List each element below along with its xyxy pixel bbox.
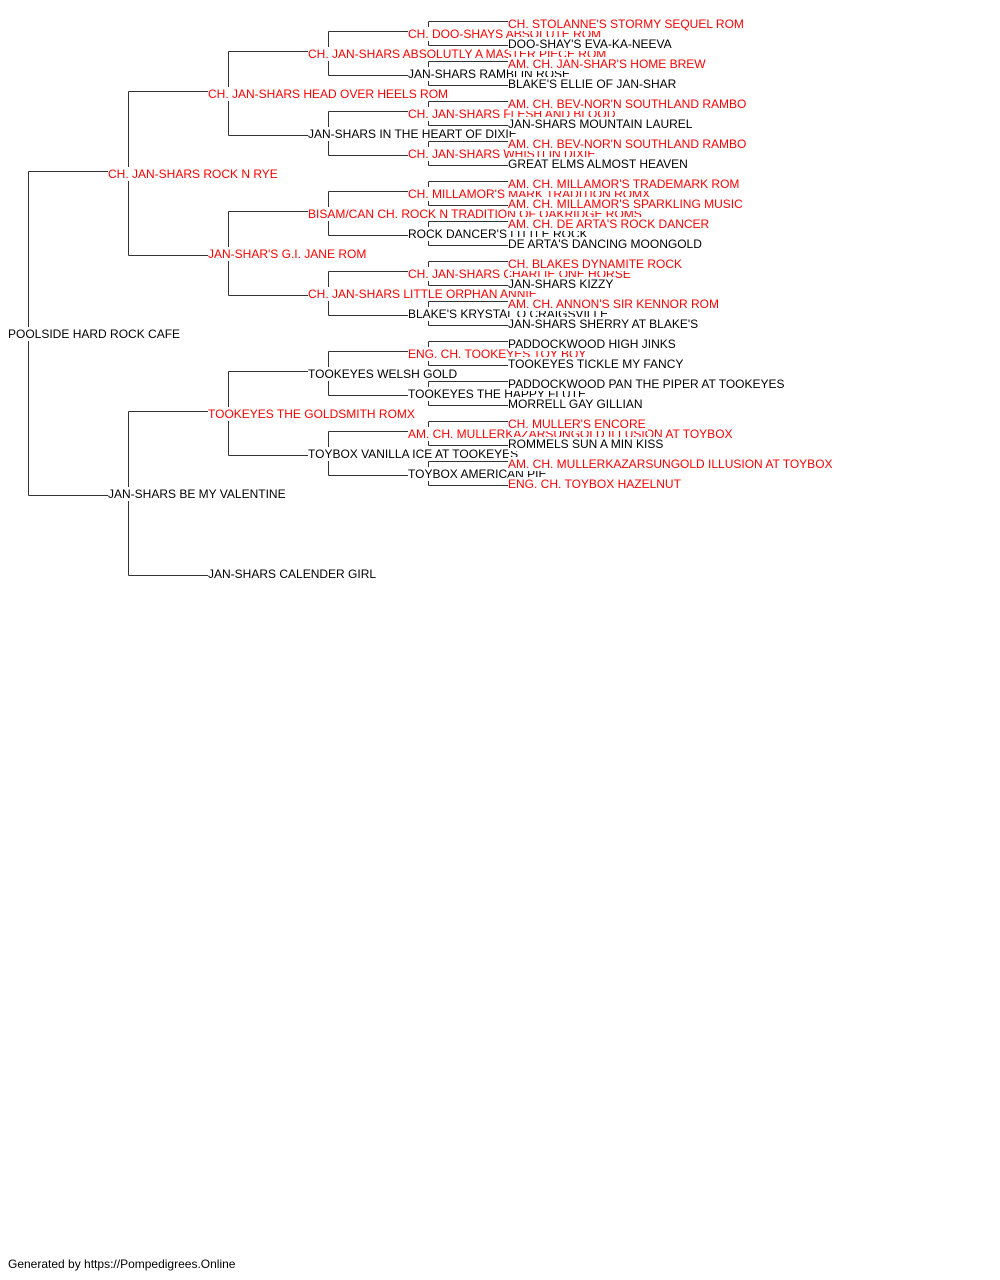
pedigree-entry[interactable]: CH. JAN-SHARS ROCK N RYE xyxy=(108,167,280,181)
pedigree-entry[interactable]: TOOKEYES WELSH GOLD xyxy=(308,367,460,381)
generated-by-footer[interactable]: Generated by https://Pompedigrees.Online xyxy=(8,1257,236,1271)
pedigree-entry[interactable]: AM. CH. JAN-SHAR'S HOME BREW xyxy=(508,57,708,71)
pedigree-entry[interactable]: ROMMELS SUN A MIN KISS xyxy=(508,437,666,451)
pedigree-entry[interactable]: JAN-SHARS MOUNTAIN LAUREL xyxy=(508,117,695,131)
pedigree-entry[interactable]: AM. CH. DE ARTA'S ROCK DANCER xyxy=(508,217,712,231)
pedigree-entry[interactable]: TOOKEYES TICKLE MY FANCY xyxy=(508,357,686,371)
pedigree-entry[interactable]: JAN-SHAR'S G.I. JANE ROM xyxy=(208,247,369,261)
pedigree-entry[interactable]: ENG. CH. TOYBOX HAZELNUT xyxy=(508,477,683,491)
pedigree-entry[interactable]: DOO-SHAY'S EVA-KA-NEEVA xyxy=(508,37,674,51)
pedigree-entry[interactable]: PADDOCKWOOD HIGH JINKS xyxy=(508,337,678,351)
pedigree-entry[interactable]: BLAKE'S ELLIE OF JAN-SHAR xyxy=(508,77,679,91)
pedigree-entry[interactable]: AM. CH. BEV-NOR'N SOUTHLAND RAMBO xyxy=(508,97,749,111)
pedigree-entry[interactable]: AM. CH. MILLAMOR'S SPARKLING MUSIC xyxy=(508,197,745,211)
pedigree-entry[interactable]: JAN-SHARS SHERRY AT BLAKE'S xyxy=(508,317,701,331)
pedigree-entry[interactable]: CH. JAN-SHARS HEAD OVER HEELS ROM xyxy=(208,87,451,101)
pedigree-entry[interactable]: PADDOCKWOOD PAN THE PIPER AT TOOKEYES xyxy=(508,377,787,391)
pedigree-entry[interactable]: CH. STOLANNE'S STORMY SEQUEL ROM xyxy=(508,17,746,31)
pedigree-entry[interactable]: AM. CH. MILLAMOR'S TRADEMARK ROM xyxy=(508,177,742,191)
pedigree-entry[interactable]: GREAT ELMS ALMOST HEAVEN xyxy=(508,157,690,171)
pedigree-entry[interactable]: JAN-SHARS KIZZY xyxy=(508,277,616,291)
pedigree-entry[interactable]: DE ARTA'S DANCING MOONGOLD xyxy=(508,237,704,251)
pedigree-entry[interactable]: AM. CH. ANNON'S SIR KENNOR ROM xyxy=(508,297,721,311)
pedigree-entry[interactable]: JAN-SHARS BE MY VALENTINE xyxy=(108,487,288,501)
pedigree-entry[interactable]: CH. MULLER'S ENCORE xyxy=(508,417,648,431)
pedigree-entry[interactable]: JAN-SHARS CALENDER GIRL xyxy=(208,567,379,581)
pedigree-entry[interactable]: CH. JAN-SHARS LITTLE ORPHAN ANNIE xyxy=(308,287,539,301)
pedigree-entry[interactable]: AM. CH. MULLERKAZARSUNGOLD ILLUSION AT T… xyxy=(508,457,835,471)
pedigree-entry[interactable]: CH. BLAKES DYNAMITE ROCK xyxy=(508,257,685,271)
pedigree-entry[interactable]: MORRELL GAY GILLIAN xyxy=(508,397,645,411)
pedigree-entry[interactable]: JAN-SHARS IN THE HEART OF DIXIE xyxy=(308,127,519,141)
pedigree-entry[interactable]: AM. CH. BEV-NOR'N SOUTHLAND RAMBO xyxy=(508,137,749,151)
pedigree-entry[interactable]: POOLSIDE HARD ROCK CAFE xyxy=(8,327,183,341)
pedigree-entry[interactable]: TOOKEYES THE GOLDSMITH ROMX xyxy=(208,407,417,421)
pedigree-entry[interactable]: TOYBOX VANILLA ICE AT TOOKEYES xyxy=(308,447,521,461)
